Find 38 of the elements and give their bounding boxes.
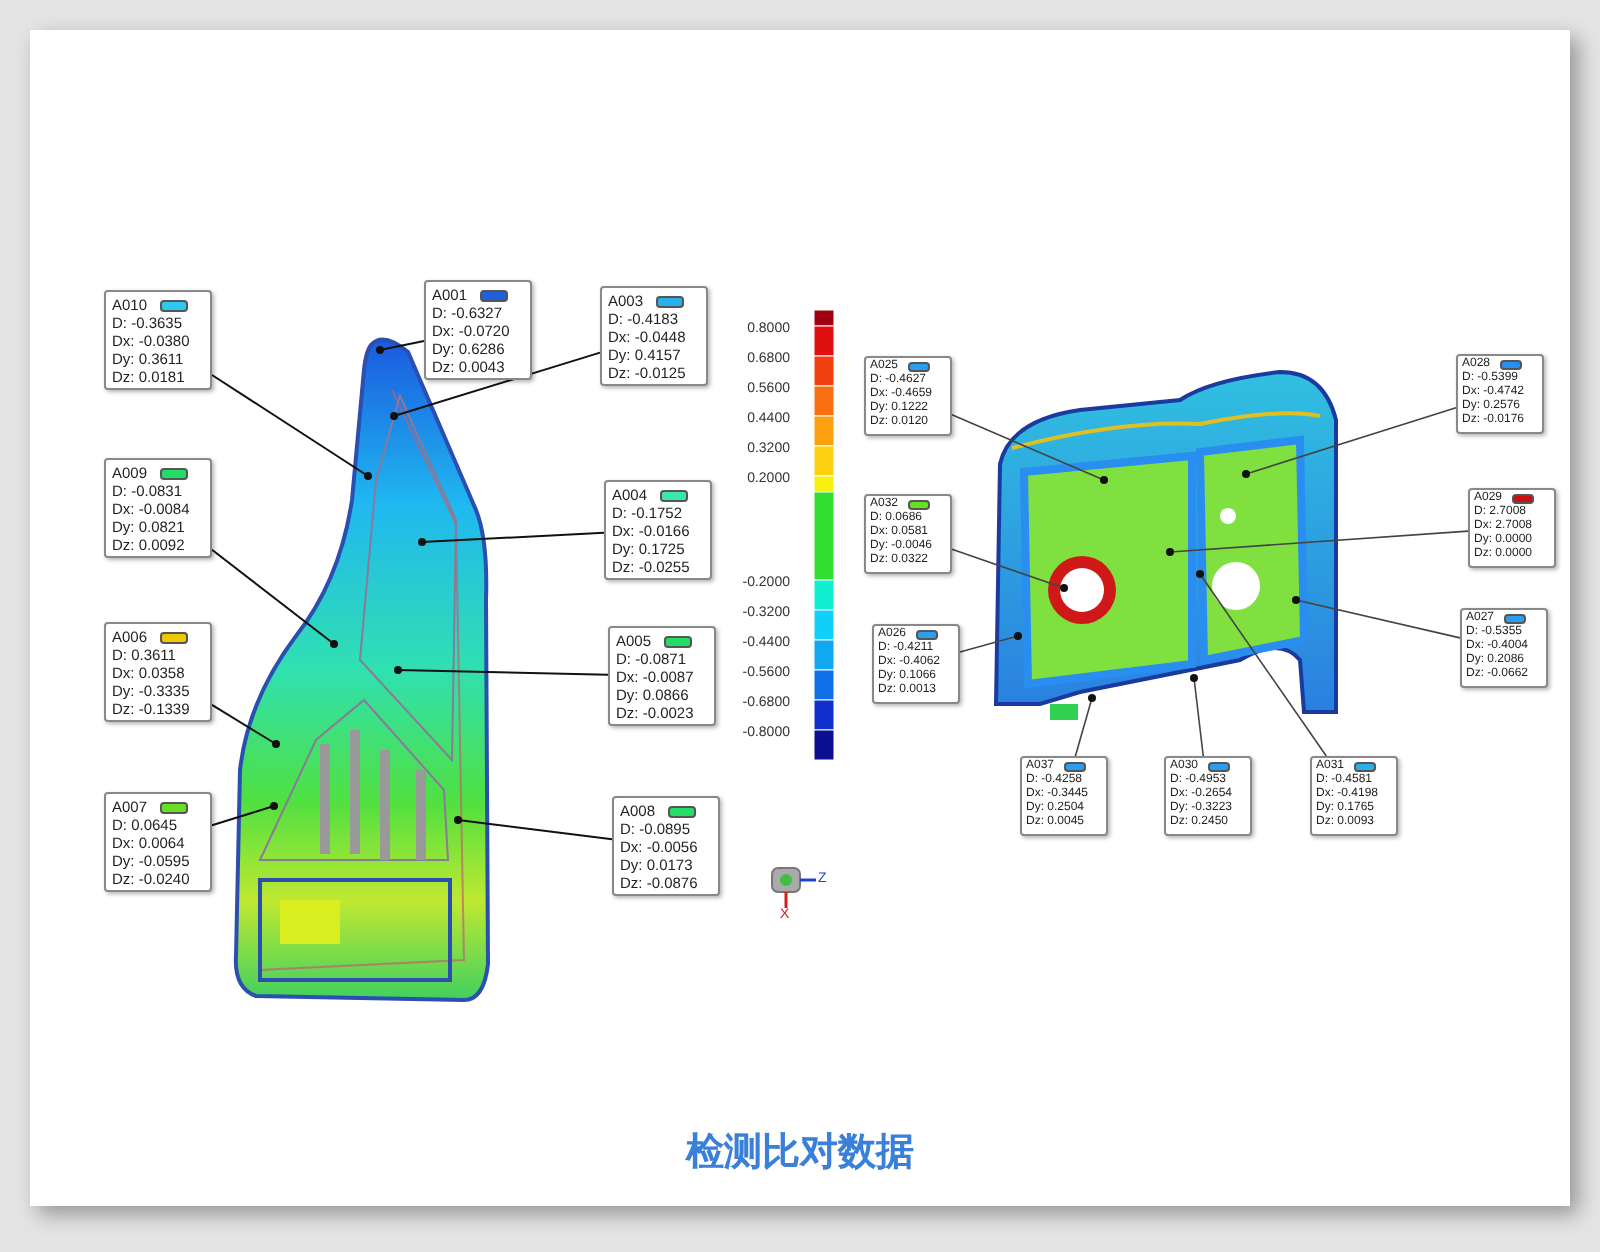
callout-box bbox=[1020, 756, 1108, 836]
leader-line bbox=[211, 548, 338, 648]
leader-line bbox=[390, 351, 601, 420]
scanned-part-drawing bbox=[994, 370, 1338, 720]
leader-line bbox=[1166, 530, 1469, 556]
leader-line bbox=[1292, 596, 1461, 639]
callout-box bbox=[104, 622, 212, 722]
leader-line bbox=[394, 666, 609, 676]
leader-line bbox=[1190, 674, 1205, 757]
leader-line bbox=[959, 632, 1022, 653]
callout-box bbox=[424, 280, 532, 380]
callout-box bbox=[1460, 608, 1548, 688]
callout-box bbox=[104, 458, 212, 558]
callout-box bbox=[608, 626, 716, 726]
callout-box bbox=[1468, 488, 1556, 568]
callout-box bbox=[104, 290, 212, 390]
leader-line bbox=[1196, 570, 1328, 757]
callout-box bbox=[864, 356, 952, 436]
callout-box bbox=[1456, 354, 1544, 434]
leader-line bbox=[951, 548, 1068, 592]
callout-box bbox=[104, 792, 212, 892]
callout-box bbox=[600, 286, 708, 386]
leader-line bbox=[211, 373, 372, 480]
leader-line bbox=[1242, 407, 1457, 478]
callout-box bbox=[1310, 756, 1398, 836]
caption: 检测比对数据 bbox=[683, 1128, 916, 1178]
leader-line bbox=[454, 816, 613, 841]
leader-line bbox=[211, 703, 280, 748]
callout-box bbox=[1164, 756, 1252, 836]
callout-box bbox=[864, 494, 952, 574]
callout-box bbox=[872, 624, 960, 704]
leader-line bbox=[376, 340, 425, 354]
callout-box bbox=[604, 480, 712, 580]
leader-line bbox=[418, 531, 605, 546]
leader-line bbox=[1074, 694, 1096, 757]
callout-box bbox=[612, 796, 720, 896]
leader-line bbox=[951, 414, 1108, 484]
leader-line bbox=[211, 802, 278, 827]
